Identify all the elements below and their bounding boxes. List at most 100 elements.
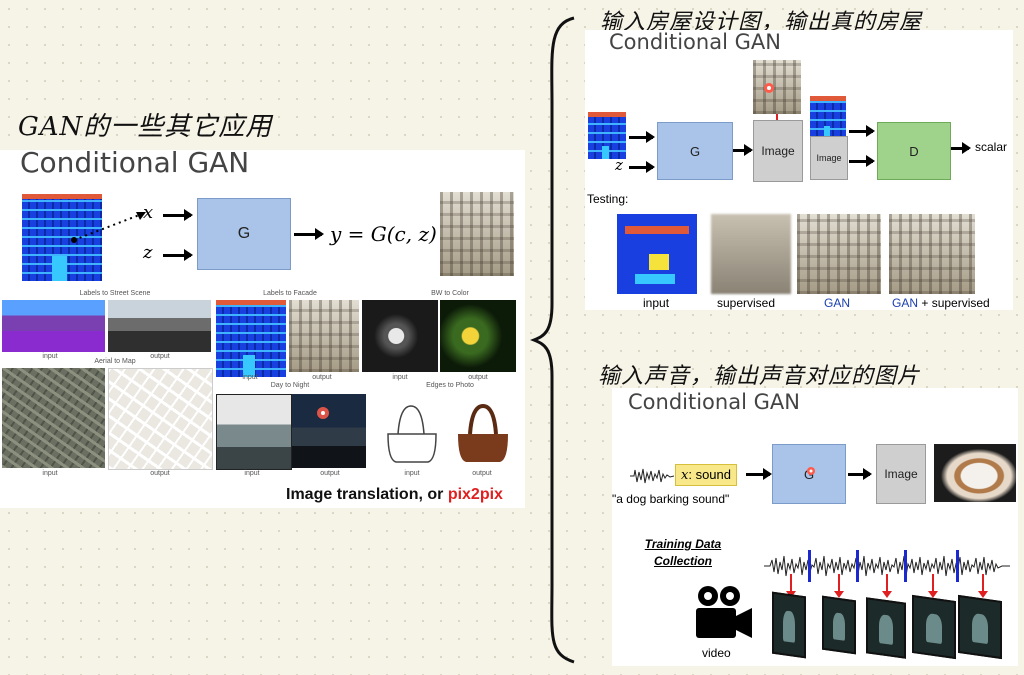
tr-arrow-c-to-g bbox=[629, 131, 655, 143]
tr-z-label: 𝑧 bbox=[615, 156, 623, 174]
test-supervised-img bbox=[711, 214, 791, 294]
facade-output-caption: output bbox=[312, 374, 332, 381]
caption-supervised-part: + supervised bbox=[918, 296, 990, 310]
caption-supervised: supervised bbox=[717, 296, 776, 310]
tr-real-photo bbox=[753, 60, 801, 114]
caption-gan: GAN bbox=[824, 296, 851, 310]
street-input-caption: input bbox=[42, 353, 58, 360]
video-frame-3 bbox=[866, 597, 906, 659]
caption-main: Image translation, or bbox=[286, 486, 448, 503]
arrow-g-to-y bbox=[294, 228, 324, 240]
tr-arrow-d-to-scalar bbox=[951, 142, 971, 154]
training-line2: Collection bbox=[653, 554, 712, 568]
arrow-z-to-g bbox=[163, 249, 193, 261]
pix2pix-caption: Image translation, or pix2pix bbox=[286, 486, 503, 504]
tr-facade-small bbox=[810, 96, 846, 137]
scalar-label: scalar bbox=[975, 140, 1008, 154]
arrow-x-to-g bbox=[163, 209, 193, 221]
audio-waveform bbox=[764, 550, 1010, 582]
red-arrow-5 bbox=[978, 574, 988, 598]
sound-wave-icon bbox=[630, 468, 674, 484]
panel-title-bw: BW to Color bbox=[431, 290, 469, 297]
red-arrow-2 bbox=[834, 574, 844, 598]
night-output-img bbox=[292, 394, 366, 468]
aerial-output-caption: output bbox=[150, 470, 170, 477]
generator-box: G bbox=[197, 198, 291, 270]
slide-tr-title: Conditional GAN bbox=[609, 30, 781, 54]
bw-output-caption: output bbox=[468, 374, 488, 381]
test-input-block-2 bbox=[649, 254, 669, 270]
panel-title-street: Labels to Street Scene bbox=[79, 290, 151, 297]
testing-label: Testing: bbox=[587, 192, 629, 206]
edges-output-caption: output bbox=[472, 470, 492, 477]
dog-photo bbox=[934, 444, 1016, 502]
note-left-heading: GAN的一些其它应用 bbox=[18, 112, 273, 142]
bw-output-img bbox=[440, 300, 516, 372]
caption-gan-part: GAN bbox=[892, 296, 919, 310]
tr-arrow-g-to-image bbox=[733, 144, 753, 156]
tr-arrow-top-to-d bbox=[849, 125, 875, 137]
test-input-block-1 bbox=[625, 226, 689, 234]
street-output-img bbox=[108, 300, 211, 352]
sound-tag-x: 𝑥 bbox=[681, 468, 689, 483]
slide-title: Conditional GAN bbox=[20, 150, 250, 179]
equation: 𝑦 = 𝐺(𝑐, 𝑧) bbox=[330, 222, 437, 246]
video-camera-icon bbox=[696, 586, 752, 638]
day-input-caption: input bbox=[244, 470, 260, 477]
sound-quote: "a dog barking sound" bbox=[612, 492, 730, 506]
br-image-box: Image bbox=[876, 444, 926, 504]
tr-image-box-small: Image bbox=[810, 136, 848, 180]
tr-facade-input bbox=[588, 112, 626, 159]
br-arrow-to-g bbox=[746, 468, 772, 480]
tr-generator-box: G bbox=[657, 122, 733, 180]
aerial-input-caption: input bbox=[42, 470, 58, 477]
test-gan-img bbox=[797, 214, 881, 294]
caption-gan-supervised: GAN + supervised bbox=[892, 296, 990, 310]
red-arrow-1 bbox=[786, 574, 796, 598]
test-gan-supervised-img bbox=[889, 214, 975, 294]
night-output-caption: output bbox=[320, 470, 340, 477]
curly-brace bbox=[530, 16, 575, 664]
training-title: Training Data Collection bbox=[638, 536, 728, 570]
panel-title-edges: Edges to Photo bbox=[426, 382, 474, 389]
output-facade-photo bbox=[440, 192, 514, 276]
video-frame-4 bbox=[912, 594, 956, 660]
note-bottom-right: 输入声音，输出声音对应的图片 bbox=[598, 364, 921, 389]
panel-title-facade: Labels to Facade bbox=[263, 290, 317, 297]
bw-input-caption: input bbox=[392, 374, 408, 381]
red-arrow-3 bbox=[882, 574, 892, 598]
panel-title-aerial: Aerial to Map bbox=[94, 358, 136, 365]
video-label: video bbox=[702, 646, 731, 660]
street-output-caption: output bbox=[150, 353, 170, 360]
slide-sound: Conditional GAN 𝑥: sound "a dog barking … bbox=[612, 388, 1018, 666]
br-cursor-dot-icon bbox=[807, 467, 815, 475]
edges-input-caption: input bbox=[404, 470, 420, 477]
slide-house: Conditional GAN 𝑧 G Image Image D scalar… bbox=[585, 30, 1013, 310]
discriminator-box: D bbox=[877, 122, 951, 180]
x-label: 𝑥 bbox=[143, 202, 154, 223]
bw-input-img bbox=[362, 300, 438, 372]
video-frame-1 bbox=[772, 591, 806, 659]
facade-output-img bbox=[289, 300, 359, 372]
sound-tag: 𝑥: sound bbox=[675, 464, 737, 486]
tr-arrow-z-to-g bbox=[629, 161, 655, 173]
red-arrow-4 bbox=[928, 574, 938, 598]
br-arrow-g-to-image bbox=[848, 468, 872, 480]
aerial-input-img bbox=[2, 368, 105, 468]
training-line1: Training Data bbox=[644, 537, 722, 551]
z-label: 𝑧 bbox=[143, 242, 153, 263]
dotted-pointer bbox=[71, 212, 146, 243]
day-input-img bbox=[216, 394, 292, 470]
tr-image-box: Image bbox=[753, 120, 803, 182]
edges-input-img bbox=[374, 394, 448, 468]
video-frame-5 bbox=[958, 594, 1002, 660]
tr-arrow-bottom-to-d bbox=[849, 155, 875, 167]
edges-output-img bbox=[446, 394, 520, 468]
facade-input-caption: input bbox=[242, 374, 258, 381]
caption-accent: pix2pix bbox=[447, 486, 503, 503]
street-input-img bbox=[2, 300, 105, 352]
slide-pix2pix: Conditional GAN 𝑥 𝑧 G 𝑦 = 𝐺(𝑐, 𝑧) Labels… bbox=[0, 150, 525, 508]
test-input-img bbox=[617, 214, 697, 294]
video-frame-2 bbox=[822, 595, 856, 655]
aerial-output-img bbox=[108, 368, 213, 470]
